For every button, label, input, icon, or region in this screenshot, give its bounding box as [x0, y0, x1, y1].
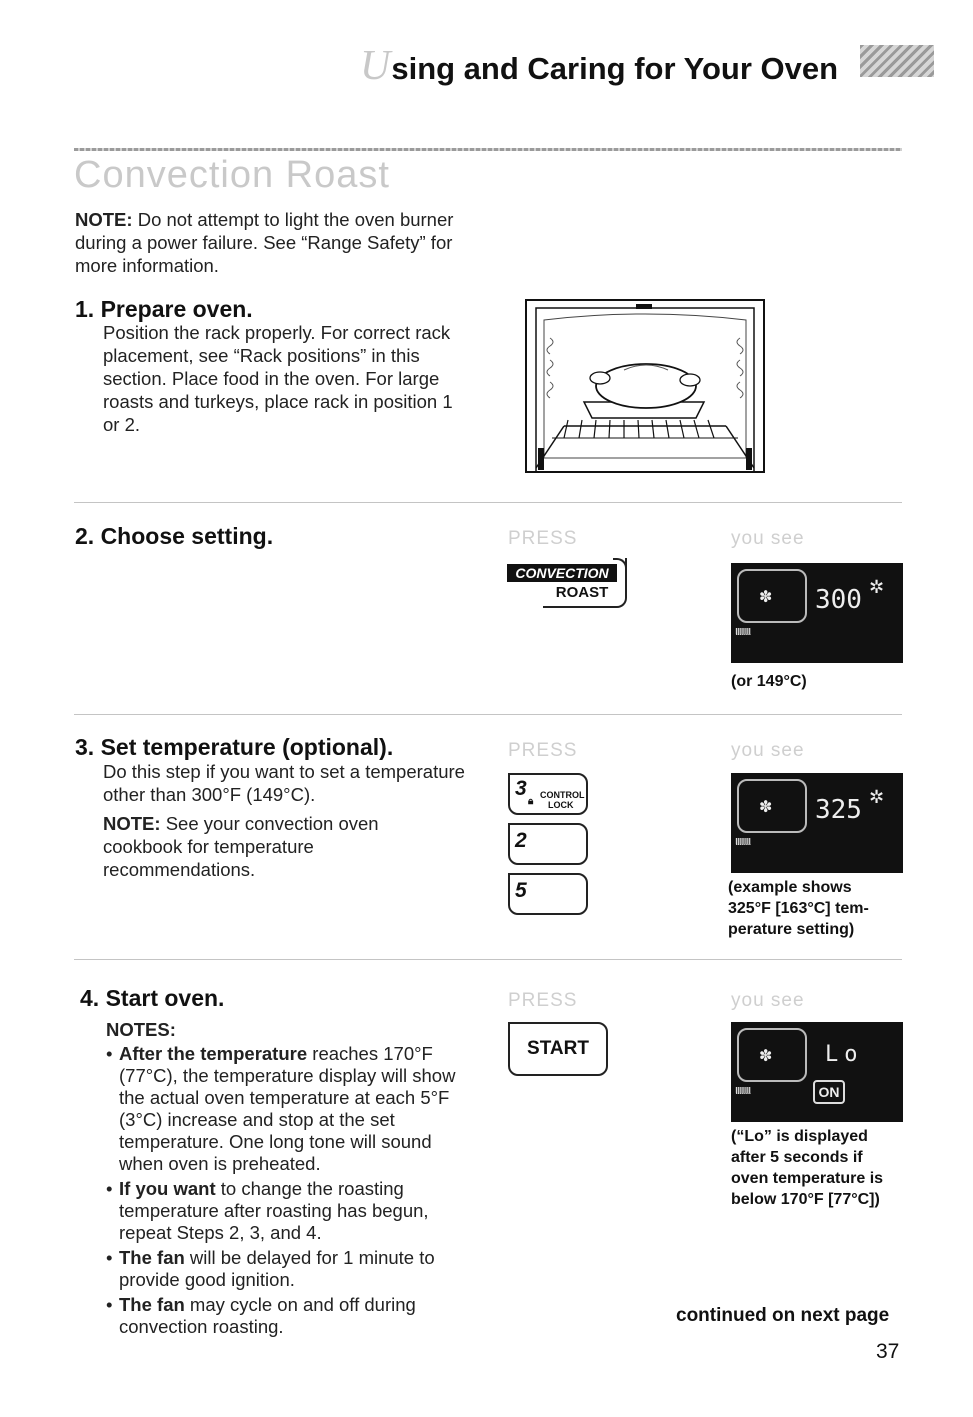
key-2[interactable]: 2: [508, 823, 588, 865]
preheat-icon: ✲: [869, 787, 885, 807]
step4-bullets: • After the temperature reaches 170°F (7…: [106, 1043, 478, 1338]
list-item-text: The fan will be delayed for 1 minute to …: [119, 1247, 478, 1291]
bullet-dot: •: [106, 1247, 113, 1268]
page-number: 37: [876, 1340, 900, 1363]
list-item: • If you want to change the roasting tem…: [106, 1178, 478, 1244]
list-item-bold: The fan: [119, 1247, 185, 1268]
step3-title: 3. Set temperature (optional).: [75, 734, 394, 760]
step2-you-see-label: you see: [731, 528, 805, 549]
key-5[interactable]: 5: [508, 873, 588, 915]
intro-note-text: Do not attempt to light the oven burner …: [75, 209, 454, 276]
key-3-digit: 3: [515, 777, 527, 800]
step4-caption: (“Lo” is displayed after 5 seconds if ov…: [731, 1128, 884, 1208]
step1-title: 1. Prepare oven.: [75, 296, 253, 322]
divider-1: [74, 502, 902, 503]
fan-icon: ✽: [759, 589, 773, 606]
display-indicator-bars: ιιιιιιιι: [735, 1082, 751, 1097]
step4-oven-display: ✽ ιιιιιιιι Lo ON: [731, 1022, 903, 1122]
list-item-rest: to change the roasting temperature after…: [119, 1178, 429, 1243]
lock-label: LOCK: [548, 800, 574, 810]
bullet-dot: •: [106, 1178, 113, 1199]
step4-notes-label: NOTES:: [106, 1019, 176, 1040]
step4-press-label: PRESS: [508, 990, 578, 1011]
fan-icon: ✽: [759, 799, 773, 816]
divider-3: [74, 959, 902, 960]
step1-body: Position the rack properly. For correct …: [103, 322, 453, 435]
list-item-rest: may cycle on and off during convection r…: [119, 1294, 416, 1337]
list-item: • After the temperature reaches 170°F (7…: [106, 1043, 478, 1175]
divider-2: [74, 714, 902, 715]
list-item: • The fan may cycle on and off during co…: [106, 1294, 478, 1338]
list-item-rest: will be delayed for 1 minute to provide …: [119, 1247, 435, 1290]
list-item-bold: The fan: [119, 1294, 185, 1315]
oven-illustration: [525, 299, 765, 473]
step3-body: Do this step if you want to set a temper…: [103, 761, 465, 805]
preheat-icon: ✲: [869, 577, 885, 597]
continued-notice: continued on next page: [676, 1305, 890, 1326]
convection-label: CONVECTION: [507, 564, 617, 582]
top-rule: [74, 148, 902, 151]
step2-press-label: PRESS: [508, 528, 578, 549]
display-status-text: Lo: [825, 1042, 864, 1067]
list-item-bold: After the temperature: [119, 1043, 308, 1064]
list-item-bold: If you want: [119, 1178, 216, 1199]
display-on-indicator: ON: [813, 1080, 845, 1104]
step3-press-label: PRESS: [508, 740, 578, 761]
button-corner: [613, 558, 627, 584]
step3-note-text: See your convection oven cookbook for te…: [103, 813, 379, 880]
title-drop-cap: U: [360, 43, 391, 89]
lock-icon: 🔒︎: [528, 796, 534, 807]
list-item-text: After the temperature reaches 170°F (77°…: [119, 1043, 478, 1175]
step2-title: 2. Choose setting.: [75, 523, 274, 549]
step4-you-see-label: you see: [731, 990, 805, 1011]
display-fan-box: [737, 779, 807, 833]
step4-title: 4. Start oven.: [80, 985, 225, 1011]
bullet-dot: •: [106, 1294, 113, 1315]
title-text: sing and Caring for Your Oven: [391, 51, 839, 86]
section-title: Convection Roast: [74, 154, 390, 196]
header-decorative-tab: [860, 45, 934, 77]
list-item-rest: reaches 170°F (77°C), the temperature di…: [119, 1043, 456, 1174]
display-indicator-bars: ιιιιιιιι: [735, 623, 751, 638]
list-item-text: If you want to change the roasting tempe…: [119, 1178, 478, 1244]
control-label: CONTROL: [540, 790, 585, 800]
bullet-dot: •: [106, 1043, 113, 1064]
list-item: • The fan will be delayed for 1 minute t…: [106, 1247, 478, 1291]
key-5-digit: 5: [515, 879, 527, 902]
step3-note: NOTE: See your convection oven cookbook …: [103, 812, 433, 881]
key-3-control-lock[interactable]: 3 🔒︎ CONTROL LOCK: [508, 773, 588, 815]
page-header-title: Using and Caring for Your Oven: [360, 42, 840, 92]
fan-icon: ✽: [759, 1048, 773, 1065]
step2-oven-display: ✽ ιιιιιιιι 300 ✲: [731, 563, 903, 663]
roast-label: ROAST: [555, 584, 609, 601]
display-fan-box: [737, 1028, 807, 1082]
intro-note-label: NOTE:: [75, 209, 133, 230]
key-2-digit: 2: [515, 829, 527, 852]
step3-note-label: NOTE:: [103, 813, 161, 834]
display-indicator-bars: ιιιιιιιι: [735, 833, 751, 848]
convection-roast-button[interactable]: CONVECTION ROAST: [507, 558, 627, 608]
display-temperature: 300: [815, 585, 862, 615]
display-temperature: 325: [815, 795, 862, 825]
display-fan-box: [737, 569, 807, 623]
step3-oven-display: ✽ ιιιιιιιι 325 ✲: [731, 773, 903, 873]
list-item-text: The fan may cycle on and off during conv…: [119, 1294, 478, 1338]
step3-caption: (example shows 325°F [163°C] tem-peratur…: [728, 879, 869, 938]
step3-you-see-label: you see: [731, 740, 805, 761]
start-button[interactable]: START: [508, 1022, 608, 1076]
step2-caption: (or 149°C): [731, 673, 807, 690]
intro-note: NOTE: Do not attempt to light the oven b…: [75, 208, 475, 277]
